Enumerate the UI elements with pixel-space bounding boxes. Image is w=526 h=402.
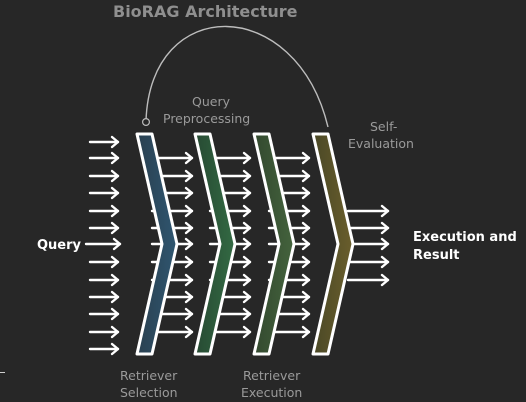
- chevron-retriever-execution: [252, 132, 296, 356]
- chevron-query-preprocessing: [193, 132, 237, 356]
- input-arrow: [88, 186, 120, 200]
- input-arrows: [84, 135, 122, 356]
- stage-label-line: Evaluation: [348, 136, 414, 151]
- input-arrow: [88, 325, 120, 339]
- chevron-self-evaluation: [311, 132, 355, 356]
- output-arrow: [346, 204, 390, 218]
- output-arrow: [346, 255, 390, 269]
- output-arrows: [346, 204, 390, 287]
- stage-label-line: Execution: [241, 385, 302, 400]
- input-arrow: [88, 273, 120, 287]
- feedback-loop-arc: [145, 25, 329, 128]
- input-arrow: [88, 342, 120, 356]
- input-arrow-query: [84, 237, 122, 251]
- stage-label-self-evaluation: Self- Evaluation: [348, 119, 414, 151]
- stage-label-line: Retriever: [120, 368, 178, 383]
- output-label-execution-result: Execution and Result: [413, 230, 521, 263]
- stage-label-retriever-selection: Retriever Selection: [120, 368, 181, 400]
- output-label-line: Result: [413, 248, 460, 263]
- feedback-loop-start-dot: [142, 117, 151, 126]
- stage-label-line: Preprocessing: [163, 111, 250, 126]
- stage-label-line: Query: [192, 94, 231, 109]
- input-arrow: [88, 135, 120, 149]
- stage-label-query-preprocessing: Query Preprocessing: [163, 94, 250, 126]
- stage-label-line: Selection: [120, 385, 178, 400]
- output-label-line: Execution and: [413, 230, 517, 245]
- diagram-title: BioRAG Architecture: [113, 2, 298, 21]
- between-arrow: [267, 325, 311, 339]
- input-arrow: [88, 204, 120, 218]
- input-arrow: [88, 151, 120, 165]
- output-arrow: [346, 273, 390, 287]
- input-arrow: [88, 255, 120, 269]
- input-arrow: [88, 290, 120, 304]
- between-arrow: [208, 325, 252, 339]
- stage-label-retriever-execution: Retriever Execution: [241, 368, 304, 400]
- chevron-retriever-selection: [135, 132, 179, 356]
- input-arrow: [88, 307, 120, 321]
- stage-label-line: Retriever: [243, 368, 301, 383]
- input-arrow: [88, 169, 120, 183]
- between-arrow: [150, 325, 194, 339]
- edge-mark: [0, 372, 5, 373]
- output-arrow: [346, 221, 390, 235]
- stage-label-line: Self-: [370, 119, 397, 134]
- input-arrow: [88, 221, 120, 235]
- stage-chevrons: [135, 132, 355, 356]
- output-arrow: [346, 237, 390, 251]
- input-label-query: Query: [37, 238, 82, 253]
